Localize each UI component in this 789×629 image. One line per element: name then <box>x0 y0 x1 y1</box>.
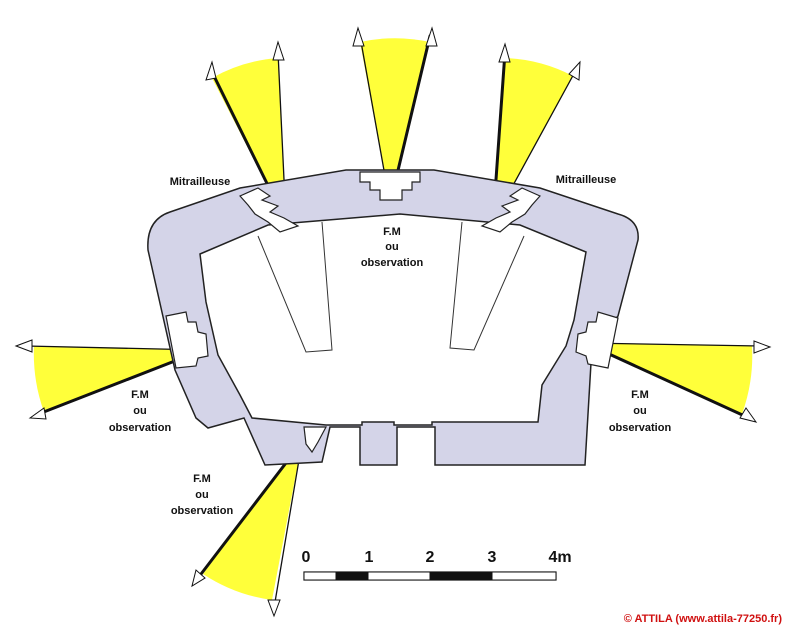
arrow-head-icon <box>267 599 281 618</box>
ray-line <box>273 441 303 609</box>
scale-bar: 0 1 2 3 4m <box>302 549 572 581</box>
embrasure-fm-top <box>359 171 421 201</box>
arrow-head-icon <box>568 60 581 81</box>
scale-tick-3: 3 <box>488 549 497 566</box>
embrasure-mg-right <box>480 187 541 233</box>
scale-tick-4: 4m <box>548 549 571 566</box>
label-fm-bottom-3: observation <box>171 505 234 517</box>
label-fm-bottom-1: F.M <box>193 473 211 485</box>
scale-segment-0 <box>303 571 337 581</box>
label-mitrailleuse-right: Mitrailleuse <box>556 174 617 186</box>
arrow-head-icon <box>14 339 33 353</box>
label-fm-right-2: ou <box>633 405 646 417</box>
arrow-head-icon <box>425 26 438 47</box>
scale-tick-1: 1 <box>365 549 374 566</box>
label-fm-right-3: observation <box>609 422 672 434</box>
label-fm-top-1: F.M <box>383 226 401 238</box>
scale-segment-1 <box>336 572 368 580</box>
arrow-head-icon <box>191 569 206 588</box>
fire-sector-mg-left <box>212 58 286 222</box>
label-fm-top-2: ou <box>385 241 398 253</box>
ray-line <box>583 341 751 420</box>
fire-sector-fm-bottom <box>203 442 302 600</box>
scale-tick-2: 2 <box>426 549 435 566</box>
arrow-heads <box>14 26 772 618</box>
copyright-notice: © ATTILA (www.attila-77250.fr) <box>624 613 783 625</box>
arrow-head-icon <box>205 60 217 81</box>
embrasure-fm-right <box>575 311 619 369</box>
fire-sectors <box>33 38 753 600</box>
label-fm-right-1: F.M <box>631 389 649 401</box>
interior-bays <box>257 221 525 353</box>
arrow-head-icon <box>352 26 365 47</box>
embrasure-fm-left <box>165 311 209 369</box>
embrasures <box>165 171 619 454</box>
fire-sector-mg-right <box>493 58 573 222</box>
embrasure-mg-left <box>239 187 300 233</box>
arrow-head-icon <box>753 340 772 354</box>
arrow-head-icon <box>28 407 47 420</box>
label-fm-left-3: observation <box>109 422 172 434</box>
label-mitrailleuse-left: Mitrailleuse <box>170 176 231 188</box>
fire-sector-fm-left <box>33 346 204 412</box>
fire-sector-fm-top <box>360 38 430 204</box>
scale-segment-4 <box>491 571 557 581</box>
bunker-wall <box>147 169 639 466</box>
scale-segment-2 <box>367 571 431 581</box>
label-fm-left-1: F.M <box>131 389 149 401</box>
scale-tick-0: 0 <box>302 549 311 566</box>
arrow-head-icon <box>498 42 511 63</box>
label-fm-bottom-2: ou <box>195 489 208 501</box>
ray-line <box>584 342 761 347</box>
label-fm-left-2: ou <box>133 405 146 417</box>
arrow-head-icon <box>739 407 758 423</box>
arrow-head-icon <box>272 40 285 61</box>
label-fm-top-3: observation <box>361 257 424 269</box>
bay-outline-left <box>257 221 333 353</box>
embrasure-fm-bottom <box>303 426 327 454</box>
bay-outline-right <box>449 221 525 351</box>
labels: Mitrailleuse Mitrailleuse F.M ou observa… <box>109 174 672 517</box>
scale-segment-3 <box>430 572 492 580</box>
